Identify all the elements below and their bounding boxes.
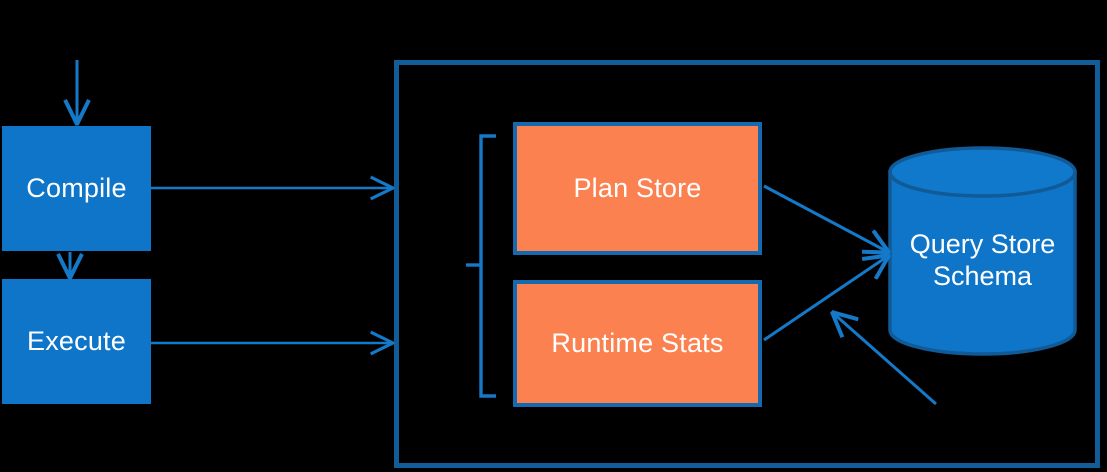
node-plan-store[interactable]: Plan Store [513, 122, 762, 255]
node-compile-label: Compile [26, 172, 127, 203]
node-plan-store-label: Plan Store [573, 172, 702, 203]
node-query-store-schema-label: Query Store Schema [890, 229, 1075, 293]
node-runtime-stats-label: Runtime Stats [551, 327, 724, 358]
node-execute-label: Execute [27, 325, 126, 356]
node-query-store-schema-label-line1: Query Store [909, 229, 1056, 259]
query-store-container-frame [394, 60, 1100, 468]
node-execute[interactable]: Execute [2, 279, 151, 404]
node-query-store-schema-label-line2: Schema [932, 260, 1033, 291]
node-runtime-stats[interactable]: Runtime Stats [513, 280, 762, 407]
node-compile[interactable]: Compile [2, 126, 151, 251]
